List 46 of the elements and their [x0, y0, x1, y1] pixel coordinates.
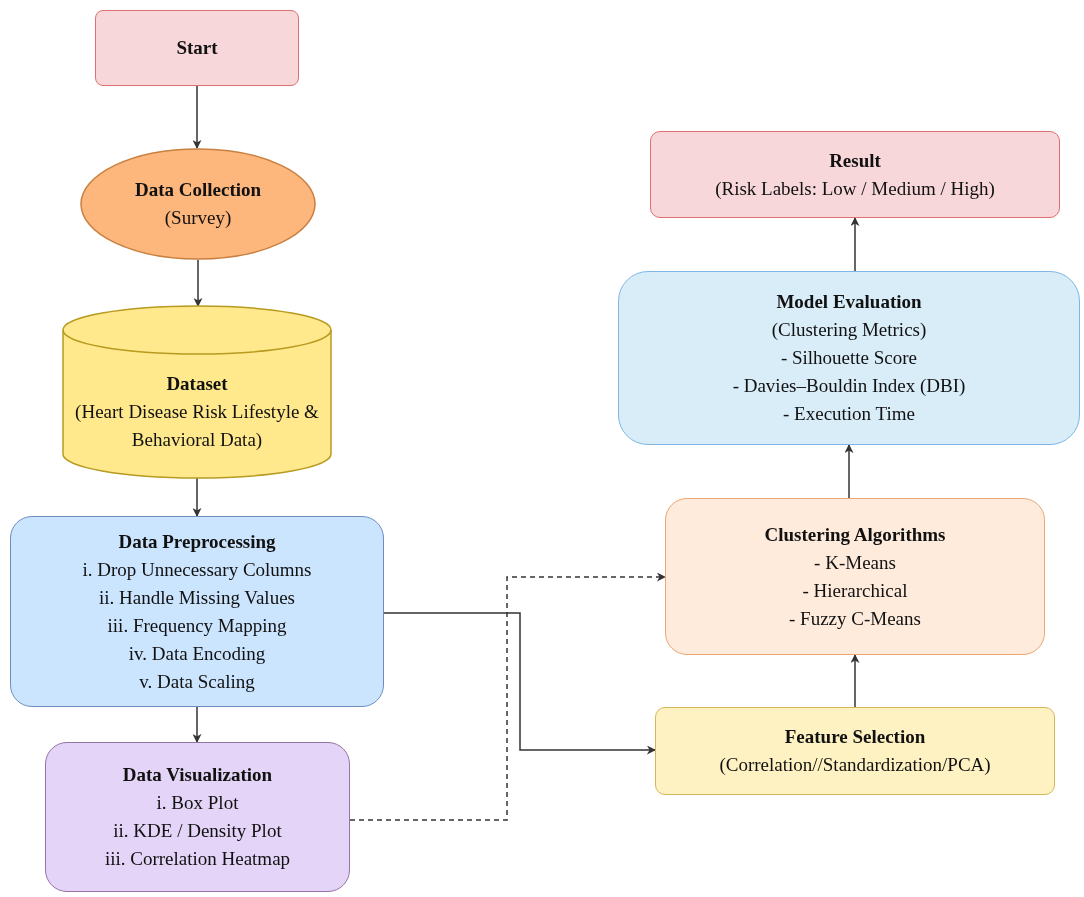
node-text: - Execution Time [783, 402, 915, 426]
arrow [192, 706, 202, 743]
node-text: (Correlation//Standardization/PCA) [719, 753, 991, 777]
database-cylinder [62, 306, 332, 478]
node-text: - Fuzzy C-Means [789, 606, 921, 631]
node-heading: Data Collection [134, 178, 262, 202]
node-text: (Clustering Metrics) [771, 318, 927, 342]
arrow [850, 217, 860, 272]
node-text: - Davies–Bouldin Index (DBI) [732, 374, 966, 398]
node-heading: Dataset [166, 372, 228, 396]
node-text: - Silhouette Score [780, 346, 918, 370]
node-heading: Start [176, 36, 218, 60]
arrow [192, 85, 202, 149]
arrow [844, 444, 854, 499]
arrow [192, 477, 202, 517]
arrow [193, 259, 203, 307]
node-text: i. Drop Unnecessary Columns [82, 557, 312, 582]
node-heading: Model Evaluation [776, 290, 922, 314]
node-heading: Result [829, 148, 881, 173]
process-box [665, 498, 1045, 655]
node-text: ii. KDE / Density Plot [113, 819, 282, 843]
node-text: i. Box Plot [156, 791, 239, 815]
node-heading: Data Preprocessing [118, 529, 276, 554]
process-box [655, 707, 1055, 795]
node-text: ii. Handle Missing Values [99, 585, 295, 610]
process-box [45, 742, 350, 892]
node-text: iii. Correlation Heatmap [104, 847, 291, 871]
node-heading: Data Visualization [122, 763, 273, 787]
process-box [10, 516, 384, 707]
arrow [850, 654, 860, 708]
node-heading: Clustering Algorithms [764, 522, 946, 547]
arrow [349, 572, 666, 821]
node-text: iii. Frequency Mapping [107, 613, 287, 638]
node-text: (Survey) [164, 206, 232, 230]
node-text: - Hierarchical [802, 578, 908, 603]
node-text: (Risk Labels: Low / Medium / High) [715, 176, 995, 201]
node-text: (Heart Disease Risk Lifestyle & Behavioral Data) [74, 400, 320, 452]
process-box [618, 271, 1080, 445]
node-text: v. Data Scaling [139, 669, 255, 694]
arrow [383, 612, 656, 755]
node-text: iv. Data Encoding [128, 641, 266, 666]
node-heading: Feature Selection [784, 725, 926, 749]
node-text: - K-Means [814, 550, 896, 575]
start-box [95, 10, 299, 86]
result-box [650, 131, 1060, 218]
process-ellipse [80, 148, 316, 260]
